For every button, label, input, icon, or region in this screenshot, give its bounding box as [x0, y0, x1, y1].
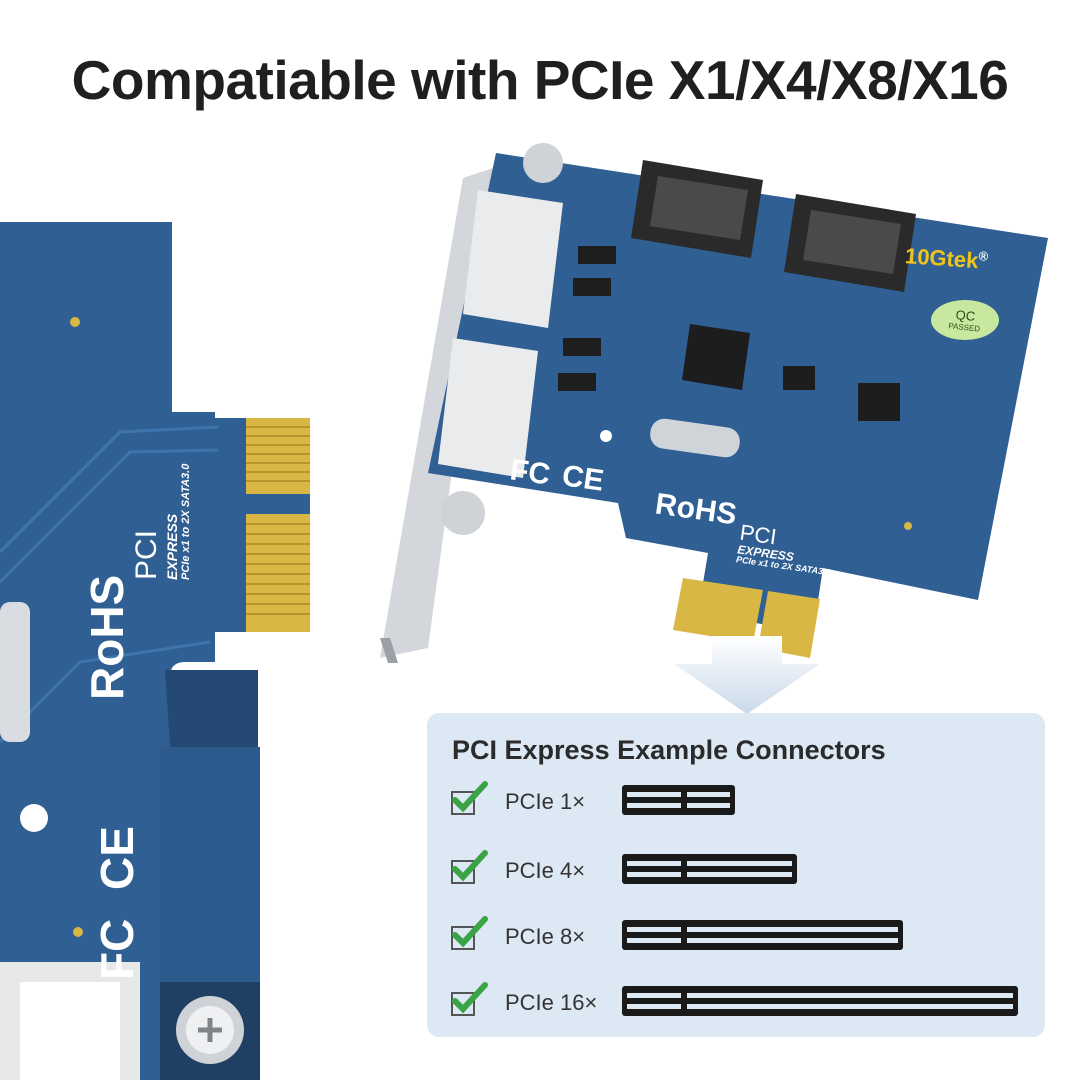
pcie-x8-slot-icon [622, 920, 903, 950]
brand-name: 10Gtek [904, 243, 980, 274]
model-text: PCIe x1 to 2X SATA3.0 [180, 463, 192, 580]
pcie-x4-slot-icon [622, 854, 797, 884]
left-pci-express-logo: PCI EXPRESS PCIe x1 to 2X SATA3.0 [130, 464, 192, 580]
down-arrow-icon [674, 636, 820, 714]
pci-logo-text: PCI [130, 529, 163, 580]
connector-row-x4: PCIe 4× [449, 849, 1029, 889]
right-fcc-mark: FC [507, 453, 553, 492]
left-board-markings: RoHS CE FC [80, 575, 170, 990]
express-logo-text: EXPRESS [164, 513, 180, 580]
connector-label: PCIe 4× [505, 858, 586, 883]
panel-title: PCI Express Example Connectors [452, 735, 886, 765]
connector-label: PCIe 8× [505, 924, 586, 949]
connector-label: PCIe 16× [505, 990, 598, 1015]
ce-mark: CE [91, 826, 143, 890]
check-icon [451, 850, 488, 884]
check-icon [451, 781, 488, 815]
right-ce-mark: CE [559, 459, 606, 498]
check-icon [451, 982, 488, 1016]
pcie-x1-slot-icon [622, 785, 735, 815]
pcie-x16-slot-icon [622, 986, 1018, 1016]
page-headline: Compatiable with PCIe X1/X4/X8/X16 [71, 49, 1009, 111]
connector-examples-panel: PCI Express Example Connectors PCIe 1× P… [427, 713, 1045, 1037]
fcc-mark: FC [91, 918, 143, 980]
connector-row-x1: PCIe 1× [449, 780, 1029, 820]
rohs-mark: RoHS [81, 574, 133, 700]
card-product-image [380, 143, 1048, 663]
close-up-board-image [0, 222, 310, 1080]
connector-row-x16: PCIe 16× [449, 981, 1029, 1021]
check-icon [451, 916, 488, 950]
connector-row-x8: PCIe 8× [449, 915, 1029, 955]
registered-mark: ® [978, 248, 989, 264]
connector-label: PCIe 1× [505, 789, 586, 814]
